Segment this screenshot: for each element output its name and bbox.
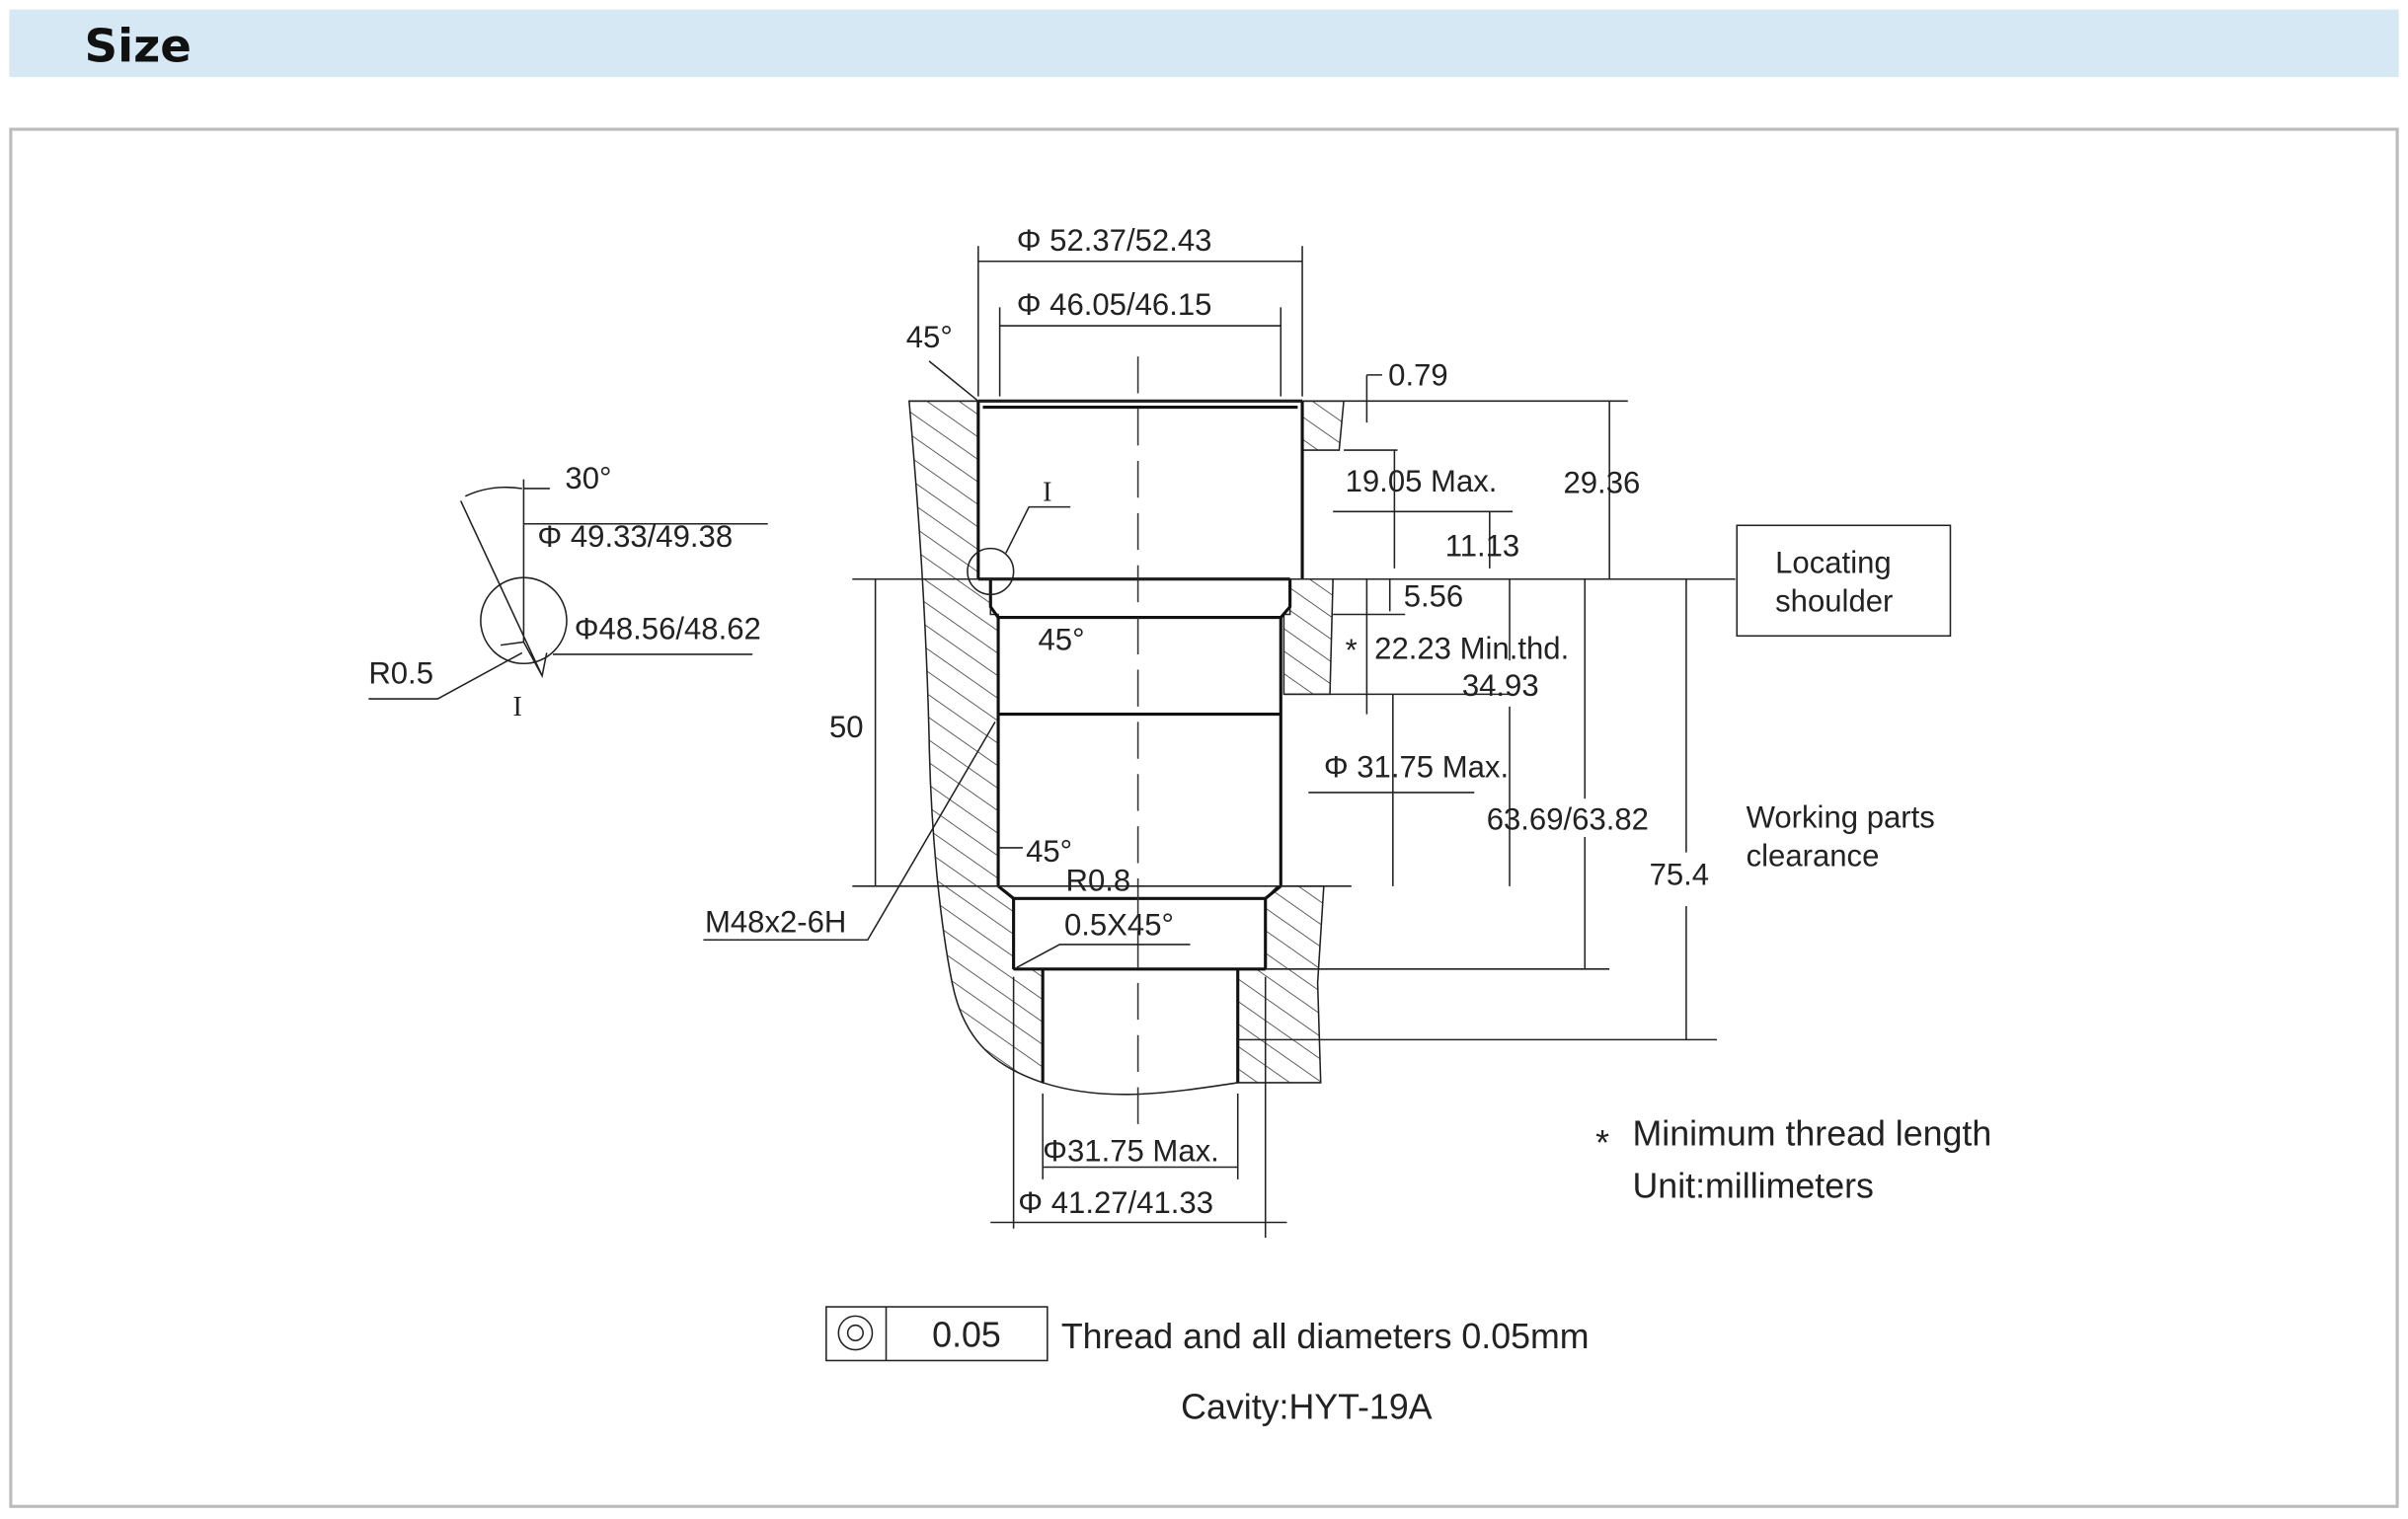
dim-50: 50 [829,710,864,744]
detail-r05: R0.5 [368,656,433,691]
note-min-thread: Minimum thread length [1632,1114,1991,1154]
dim-4127: Φ 41.27/41.33 [1018,1185,1213,1220]
detail-circle [967,547,1015,596]
angle-low: 45° [1026,834,1072,869]
dim-556: 5.56 [1404,579,1464,614]
dim-52: Φ 52.37/52.43 [1017,223,1212,258]
dim-1905: 19.05 Max. [1346,464,1498,498]
working-label-2: clearance [1747,839,1880,873]
dim-6369: 63.69/63.82 [1487,801,1649,836]
section-title: Size [85,21,192,74]
concentricity-icon [837,1315,874,1351]
dim-r08: R0.8 [1066,863,1131,897]
cavity-section-drawing: Φ 52.37/52.43 Φ 46.05/46.15 45° 0.79 19.… [368,223,1952,1239]
detail-angle: 30° [565,461,611,495]
header-bar [9,9,2399,78]
detail-view-i: 30° Φ 49.33/49.38 Φ48.56/48.62 R0.5 I [368,461,768,722]
drawing-frame [9,127,2399,1508]
locating-label-1: Locating [1775,546,1892,580]
note-star: * [1595,1123,1609,1163]
note-unit: Unit:millimeters [1632,1167,1873,1206]
locating-shoulder-box [1736,524,1952,638]
detail-dim-4856: Φ48.56/48.62 [575,611,761,646]
locating-label-2: shoulder [1775,583,1893,618]
dim-1113: 11.13 [1445,528,1520,563]
detail-dim-4933: Φ 49.33/49.38 [537,519,733,554]
working-label-1: Working parts [1747,800,1935,835]
dim-3175b: Φ31.75 Max. [1043,1133,1219,1168]
cavity-label: Cavity:HYT-19A [1181,1388,1433,1427]
tolerance-text: Thread and all diameters 0.05mm [1061,1317,1590,1356]
thread-spec: M48x2-6H [705,904,846,939]
tolerance-value: 0.05 [932,1315,1001,1354]
dim-46: Φ 46.05/46.15 [1017,287,1212,322]
tolerance-frame: 0.05 [825,1306,1049,1362]
dim-3175: Φ 31.75 Max. [1324,749,1509,784]
dim-2936: 29.36 [1563,466,1640,500]
detail-label: I [513,692,522,722]
dim-2223: 22.23 Min.thd. [1374,632,1569,666]
dim-754: 75.4 [1650,857,1710,891]
detail-mark: I [1043,477,1051,507]
angle-top: 45° [906,320,953,354]
dim-star: * [1346,633,1358,667]
dim-079: 0.79 [1388,358,1448,393]
hatched-body-right-top [1301,400,1345,451]
dim-chamfer: 0.5X45° [1064,908,1174,943]
dim-3493: 34.93 [1462,668,1539,703]
angle-mid: 45° [1039,622,1085,656]
